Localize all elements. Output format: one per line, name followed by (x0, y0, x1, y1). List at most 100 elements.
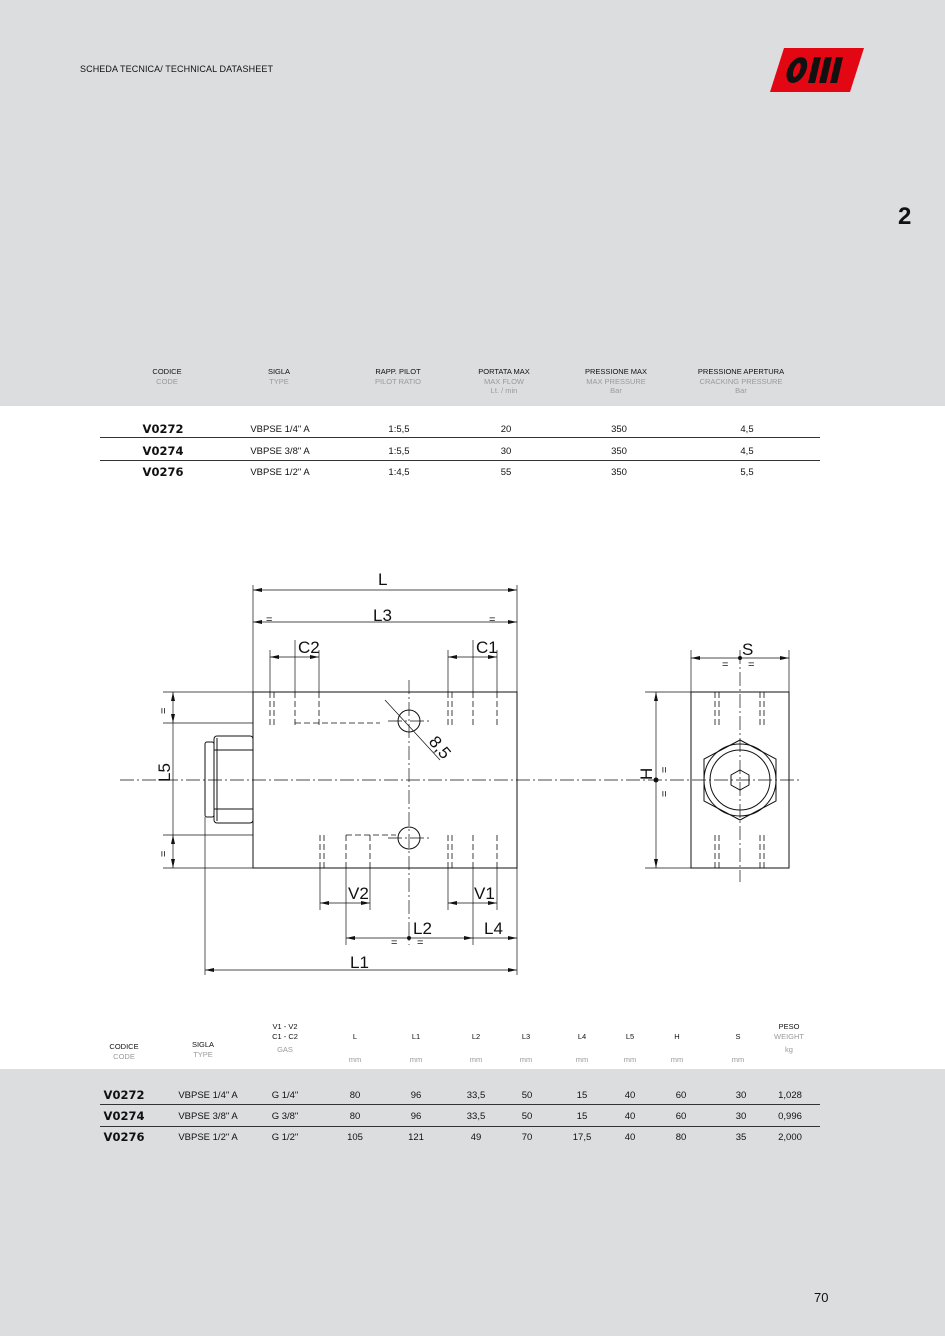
table2-header-10: S mm (732, 1032, 745, 1065)
table2-cell: 33,5 (466, 1111, 486, 1122)
table2-header-unit: mm (348, 1055, 362, 1064)
table2-cell: 2,000 (778, 1132, 802, 1143)
table2-header-unit: mm (575, 1055, 589, 1064)
table2-band (0, 1069, 945, 1336)
table2-row-divider (100, 1104, 820, 1105)
table2-header-spacer (624, 1042, 637, 1052)
hex-plug (213, 735, 254, 824)
table2-header-label: L (352, 1032, 358, 1041)
document-title: SCHEDA TECNICA/ TECHNICAL DATASHEET (80, 64, 274, 74)
table1-header-label-en: MAX PRESSURE (586, 376, 646, 386)
table1-cell: 1:5,5 (388, 424, 410, 435)
table2-cell: 50 (521, 1111, 533, 1122)
table2-header-label: V1 - V2 (272, 1022, 298, 1031)
svg-text:=: = (659, 767, 671, 773)
dim-S-label: S (742, 640, 753, 659)
table2-header-7: L4 mm (576, 1032, 589, 1065)
table2-header-spacer (576, 1042, 589, 1052)
table2-cell: 0,996 (778, 1111, 802, 1122)
table1-cell: 4,5 (740, 424, 754, 435)
table2-header-label: L3 (521, 1032, 531, 1041)
table1-cell: 20 (500, 424, 512, 435)
table1-cell: 30 (500, 446, 512, 457)
table2-header-unit: mm (519, 1055, 533, 1064)
dim-C1-label: C1 (476, 638, 498, 657)
table2-cell: G 1/2" (271, 1132, 299, 1143)
dim-L4-label: L4 (484, 919, 503, 938)
table2-cell: 40 (624, 1090, 636, 1101)
dim-V2-label: V2 (348, 884, 369, 903)
table1-cell: V0276 (142, 465, 184, 479)
table2-header-unit: TYPE (193, 1049, 213, 1059)
hex-side-view (703, 739, 777, 821)
table2-header-5: L2 mm (470, 1032, 483, 1065)
table1-cell: V0272 (142, 422, 184, 436)
table1-cell: VBPSE 3/8" A (250, 446, 310, 457)
svg-text:=: = (489, 614, 495, 626)
table2-cell: VBPSE 1/4" A (178, 1090, 238, 1101)
table1-cell: 350 (611, 446, 627, 457)
table2-header-label-2: C1 - C2 (272, 1031, 298, 1041)
table2-header-unit: mm (469, 1055, 483, 1064)
table2-header-unit: mm (623, 1055, 637, 1064)
svg-text:=: = (158, 851, 170, 857)
table2-cell: 60 (675, 1090, 687, 1101)
table2-cell: 96 (410, 1090, 422, 1101)
table1-header-label-en: TYPE (269, 376, 289, 386)
table2-header-label: CODICE (109, 1042, 139, 1051)
table2-header-8: L5 mm (624, 1032, 637, 1065)
table2-cell: 105 (347, 1132, 363, 1143)
table1-cell: VBPSE 1/2" A (250, 467, 310, 478)
table2-header-label: S (735, 1032, 741, 1041)
table2-cell: VBPSE 1/2" A (178, 1132, 238, 1143)
svg-text:=: = (748, 659, 754, 671)
table1-cell: 55 (500, 467, 512, 478)
dim-H-label: H (637, 768, 656, 780)
table1-header-label: PRESSIONE APERTURA (697, 367, 785, 376)
svg-text:=: = (659, 791, 671, 797)
dim-C2-label: C2 (298, 638, 320, 657)
table2-cell: VBPSE 3/8" A (178, 1111, 238, 1122)
valve-body-front (252, 691, 518, 869)
svg-text:=: = (722, 659, 728, 671)
table1-header-label: PRESSIONE MAX (584, 367, 648, 376)
table1-cell: VBPSE 1/4" A (250, 424, 310, 435)
table1-header-label-en: CRACKING PRESSURE (699, 376, 783, 386)
dim-L1-label: L1 (350, 953, 369, 972)
table2-header-spacer (470, 1042, 483, 1052)
table1-header-label-en: CODE (156, 376, 178, 386)
table1-header-label: PORTATA MAX (478, 367, 530, 376)
table2-row-divider (100, 1126, 820, 1127)
table2-header-9: H mm (671, 1032, 684, 1065)
table1-header-label: SIGLA (267, 367, 291, 376)
table2-cell: 50 (521, 1090, 533, 1101)
table2-cell: 60 (675, 1111, 687, 1122)
table2-cell: 49 (470, 1132, 482, 1143)
svg-text:=: = (417, 937, 423, 949)
table1-header-label: RAPP. PILOT (375, 367, 421, 376)
table2-header-unit: GAS (277, 1045, 293, 1054)
table2-header-label: SIGLA (191, 1040, 215, 1049)
table2-cell: 30 (735, 1090, 747, 1101)
pilot-hole-bottom (397, 826, 421, 850)
svg-text:=: = (391, 937, 397, 949)
table2-cell: 15 (576, 1090, 588, 1101)
table1-cell: V0274 (142, 444, 184, 458)
table2-header-label: L1 (411, 1032, 421, 1041)
svg-text:=: = (266, 614, 272, 626)
dim-hole-label: 8,5 (425, 732, 455, 762)
table2-header-label: L2 (471, 1032, 481, 1041)
table1-header-label-en: PILOT RATIO (375, 376, 421, 386)
table1-cell: 350 (611, 467, 627, 478)
page-number: 70 (814, 1290, 829, 1305)
table2-cell: 30 (735, 1111, 747, 1122)
table2-header-unit: mm (670, 1055, 684, 1064)
omt-logo-icon (770, 48, 864, 92)
table2-header-unit: CODE (113, 1051, 135, 1061)
table2-cell: 80 (349, 1111, 361, 1122)
